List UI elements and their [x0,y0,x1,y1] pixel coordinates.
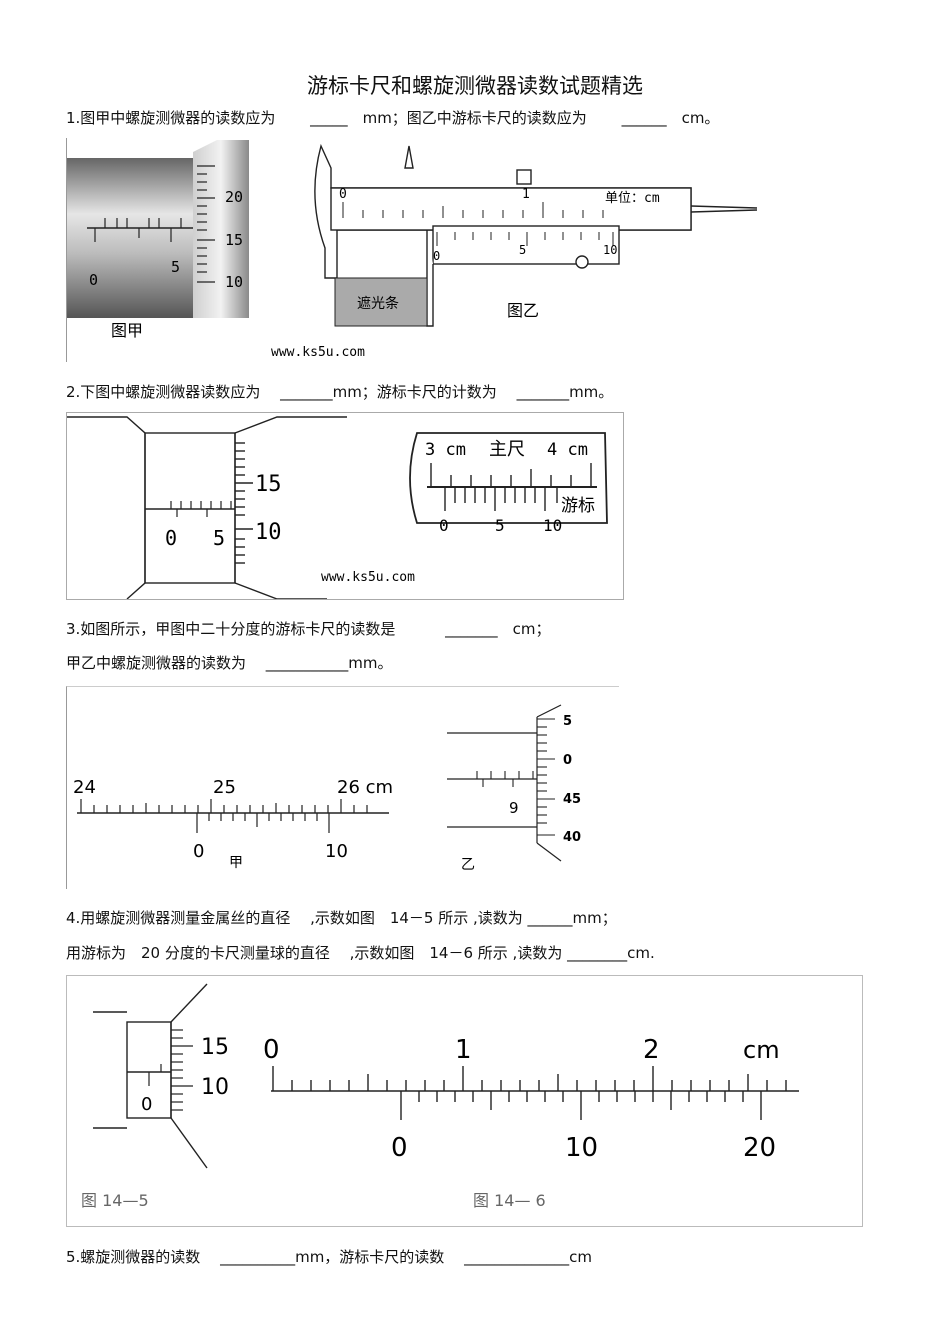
caption-a: 图 14—5 [81,1191,149,1210]
micrometer-sleeve [67,158,195,318]
main-label: 24 [73,777,96,798]
question-1: 1.图甲中螺旋测微器的读数应为 _____ mm；图乙中游标卡尺的读数应为 __… [66,109,720,127]
micro-label: 40 [563,830,581,845]
unit-label: cm [743,1036,780,1064]
micro-label: 15 [225,231,243,249]
shade-block [334,277,428,327]
figure-2: 15 10 0 5 www.ks5u.com 3 cm 主尺 4 cm 0 5 … [66,412,624,600]
sleeve-label: 5 [171,258,180,276]
micro-label: 15 [201,1035,229,1060]
caliper-window [409,432,608,524]
caption-b: 乙 [461,857,475,873]
main-center: 主尺 [489,439,525,460]
watermark: www.ks5u.com [321,570,415,585]
micro-label: 45 [563,792,581,807]
main-label: 25 [213,777,236,798]
main-label: 26 cm [337,777,393,798]
unit-label: 单位：cm [605,191,660,206]
figure-1: 20 15 10 0 5 图甲 遮光条 0 1 单位：cm 0 5 10 图乙 … [66,138,775,362]
caption-a: 图甲 [111,321,143,340]
sleeve-label: 9 [509,799,519,817]
vernier-label: 0 [439,516,449,535]
figure-4: 15 10 0 图 14—5 0 1 2 cm 0 10 20 图 14— 6 [66,975,863,1227]
vernier-label: 10 [565,1133,598,1163]
sleeve-label: 0 [141,1094,152,1115]
main-label: 2 [643,1035,660,1065]
micro-label: 5 [563,714,572,729]
vernier-label: 10 [603,243,617,257]
caption-a: 甲 [229,855,243,871]
main-label: 0 [339,187,347,202]
sleeve-label: 0 [165,526,177,550]
watermark: www.ks5u.com [271,345,365,360]
page-title: 游标卡尺和螺旋测微器读数试题精选 [307,74,643,98]
caption-b: 图乙 [507,301,539,320]
question-2: 2.下图中螺旋测微器读数应为 _______mm；游标卡尺的计数为 ______… [66,383,614,401]
question-3b: 甲乙中螺旋测微器的读数为 ___________mm。 [66,654,393,672]
vernier-label: 0 [391,1133,408,1163]
question-3: 3.如图所示，甲图中二十分度的游标卡尺的读数是 _______ cm； [66,620,551,638]
vernier-label: 0 [193,841,204,862]
main-label: 1 [522,187,530,202]
vernier-label: 5 [519,243,526,257]
vernier-label: 0 [433,249,440,263]
caption-b: 图 14— 6 [473,1191,546,1210]
vernier-label: 20 [743,1133,776,1163]
micrometer-thimble [193,140,249,318]
question-5: 5.螺旋测微器的读数 __________mm，游标卡尺的读数 ________… [66,1248,592,1266]
question-4: 4.用螺旋测微器测量金属丝的直径 ,示数如图 14－5 所示 ,读数为 ____… [66,909,617,927]
figure-3: 24 25 26 cm 0 10 甲 5 0 45 40 9 乙 [66,686,619,889]
sleeve-label: 5 [213,526,225,550]
micro-label: 15 [255,472,282,497]
micro-label: 10 [201,1075,229,1100]
micro-label: 0 [563,753,572,768]
vernier-label: 5 [495,516,505,535]
micro-label: 20 [225,188,243,206]
block-label: 遮光条 [357,295,399,312]
micro-label: 10 [255,520,282,545]
vernier-name: 游标 [561,496,595,516]
sleeve-label: 0 [89,271,98,289]
vernier-label: 10 [325,841,348,862]
main-label: 4 cm [547,440,588,460]
main-label: 3 cm [425,440,466,460]
vernier-label: 10 [543,516,562,535]
micro-label: 10 [225,273,243,291]
main-label: 1 [455,1035,472,1065]
main-label: 0 [263,1035,280,1065]
question-4b: 用游标为 20 分度的卡尺测量球的直径 ,示数如图 14－6 所示 ,读数为 _… [66,944,655,962]
